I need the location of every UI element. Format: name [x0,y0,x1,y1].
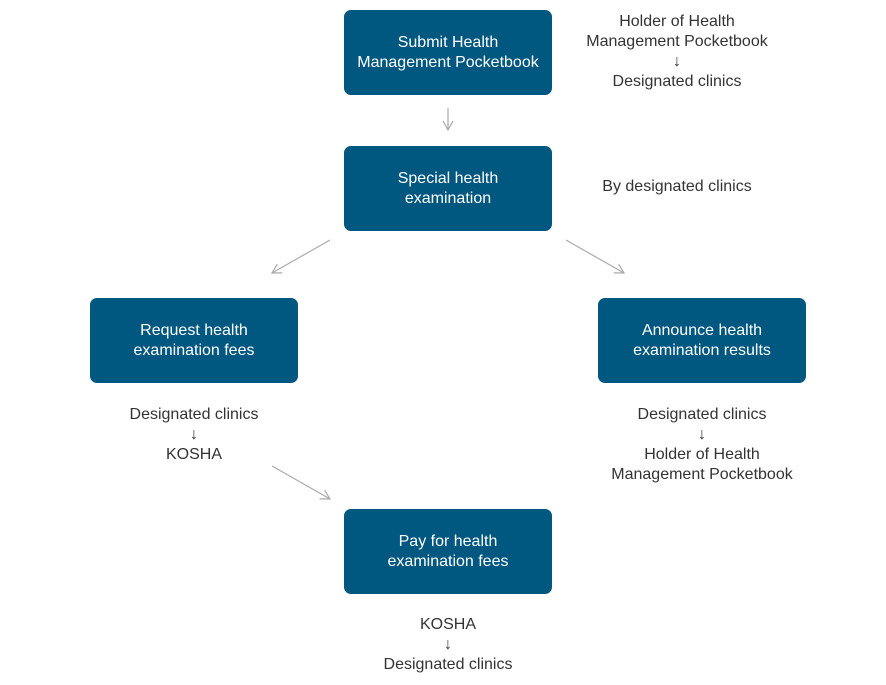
down-arrow-icon: ↓ [444,636,452,653]
note-submit-to: Designated clinics [612,73,742,90]
step-special-exam: Special health examination [344,146,552,231]
note-exam-text: By designated clinics [602,178,752,195]
step-announce-label: Announce health examination results [633,321,771,359]
down-arrow-icon: ↓ [698,426,706,443]
step-announce-results: Announce health examination results [598,298,806,383]
note-submit-from: Holder of Health Management Pocketbook [586,13,768,50]
note-request: Designated clinics ↓ KOSHA [90,405,298,465]
note-announce-from: Designated clinics [637,406,767,423]
note-pay-to: Designated clinics [383,656,513,673]
note-request-to: KOSHA [165,446,222,463]
step-submit-pocketbook: Submit Health Management Pocketbook [344,10,552,95]
step-request-fees: Request health examination fees [90,298,298,383]
note-request-from: Designated clinics [129,406,259,423]
step-pay-fees: Pay for health examination fees [344,509,552,594]
note-pay-from: KOSHA [419,616,476,633]
note-exam: By designated clinics [562,177,792,197]
down-arrow-icon: ↓ [190,426,198,443]
step-exam-label: Special health examination [397,169,499,207]
arrow-exam-to-request [270,239,331,274]
note-announce-to: Holder of Health Management Pocketbook [611,446,793,483]
arrow-request-to-pay [271,465,332,500]
note-announce: Designated clinics ↓ Holder of Health Ma… [586,405,818,485]
step-pay-label: Pay for health examination fees [387,532,509,570]
step-submit-label: Submit Health Management Pocketbook [357,33,539,71]
note-submit: Holder of Health Management Pocketbook ↓… [562,12,792,92]
note-pay: KOSHA ↓ Designated clinics [344,615,552,675]
step-request-label: Request health examination fees [133,321,255,359]
arrow-exam-to-announce [565,239,626,274]
down-arrow-icon: ↓ [673,53,681,70]
